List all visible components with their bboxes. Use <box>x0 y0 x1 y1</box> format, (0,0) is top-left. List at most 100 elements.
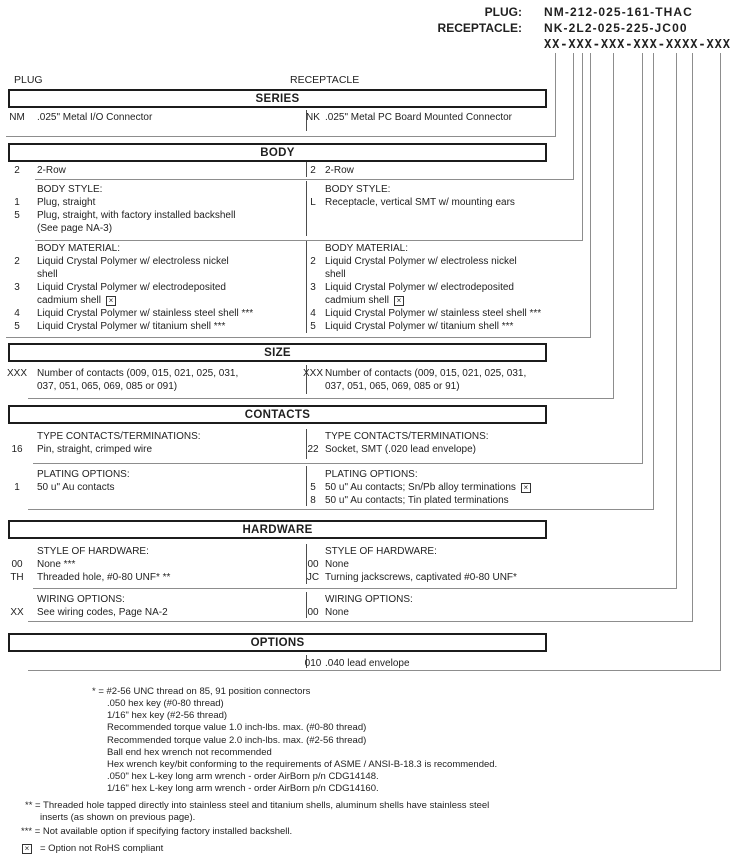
body-style-l2-desc2: (See page NA-3) <box>37 223 113 234</box>
hardware-title: HARDWARE <box>242 523 313 536</box>
plating-r1-code: 5 <box>310 482 316 493</box>
body-style-left-header: BODY STYLE: <box>37 184 103 195</box>
contacts-type-left-desc: Pin, straight, crimped wire <box>37 444 153 455</box>
section-header-hardware: HARDWARE <box>8 520 547 539</box>
hardware-style-left-header: STYLE OF HARDWARE: <box>37 546 149 557</box>
section-header-body: BODY <box>8 143 547 162</box>
receptacle-number-label: RECEPTACLE: <box>437 21 522 35</box>
plug-number-value: NM-212-025-161-THAC <box>544 5 693 19</box>
size-right-line2: 037, 051, 065, 069, 085 or 91) <box>325 381 460 392</box>
body-style-r1-desc: Receptacle, vertical SMT w/ mounting ear… <box>325 197 515 208</box>
body-material-r1-line1: Liquid Crystal Polymer w/ electroless ni… <box>325 256 517 267</box>
body-material-l1-line1: Liquid Crystal Polymer w/ electroless ni… <box>37 256 229 267</box>
body-style-l1-code: 1 <box>14 197 20 208</box>
hardware-style-l2-desc: Threaded hole, #0-80 UNF* ** <box>37 572 171 583</box>
footnote-star-line: Ball end hex wrench not recommended <box>107 747 272 758</box>
body-material-l4-code: 5 <box>14 321 20 332</box>
connector-line-contacts-type-v <box>642 53 643 463</box>
body-material-r1-line2: shell <box>325 269 346 280</box>
plug-number-label: PLUG: <box>484 5 522 19</box>
rule-options <box>28 670 721 671</box>
body-material-left-header: BODY MATERIAL: <box>37 243 120 254</box>
body-material-r2-code2: 3 <box>310 282 316 293</box>
divider-body-row <box>306 162 307 177</box>
body-material-l2-line2: cadmium shell× <box>37 295 116 306</box>
part-number-mask: XX-XXX-XXX-XXX-XXXX-XXX <box>544 37 731 51</box>
plating-r2-desc: 50 u" Au contacts; Tin plated terminatio… <box>325 495 509 506</box>
divider-options <box>306 655 307 668</box>
footnote-star-line: .050 hex key (#0-80 thread) <box>107 698 224 709</box>
body-style-l1-desc: Plug, straight <box>37 197 96 208</box>
plating-left-desc: 50 u" Au contacts <box>37 482 115 493</box>
options-right-code: 010 <box>304 658 322 669</box>
body-style-l2-code: 5 <box>14 210 20 221</box>
body-material-r4-code: 5 <box>310 321 316 332</box>
body-material-r2-line2: cadmium shell× <box>325 295 404 306</box>
plating-r1-desc: 50 u" Au contacts; Sn/Pb alloy terminati… <box>325 482 531 493</box>
body-title: BODY <box>260 146 295 159</box>
contacts-type-right-header: TYPE CONTACTS/TERMINATIONS: <box>325 431 489 442</box>
divider-size <box>306 365 307 394</box>
hardware-style-r2-desc: Turning jackscrews, captivated #0-80 UNF… <box>325 572 517 583</box>
divider-series <box>306 110 307 131</box>
body-material-l1-line2: shell <box>37 269 58 280</box>
plating-r2-code: 8 <box>310 495 316 506</box>
connector-line-plating-v <box>653 53 654 509</box>
hardware-style-r1-desc: None <box>325 559 349 570</box>
connector-line-body-style-v <box>582 53 583 240</box>
divider-wiring <box>306 592 307 618</box>
hardware-style-r1-code: 00 <box>307 559 319 570</box>
wiring-left-header: WIRING OPTIONS: <box>37 594 125 605</box>
footnote-star-line: Recommended torque value 2.0 inch-lbs. m… <box>107 735 367 746</box>
body-style-right-header: BODY STYLE: <box>325 184 391 195</box>
body-row-left-desc: 2-Row <box>37 165 66 176</box>
footnote-triple-star: *** = Not available option if specifying… <box>21 826 293 837</box>
body-material-r2-line1: Liquid Crystal Polymer w/ electrodeposit… <box>325 282 514 293</box>
series-left-code: NM <box>9 112 25 123</box>
connector-line-options-v <box>720 53 721 670</box>
contacts-type-left-header: TYPE CONTACTS/TERMINATIONS: <box>37 431 201 442</box>
footnote-star-line: 1/16" hex L-key long arm wrench - order … <box>107 783 379 794</box>
body-style-r1-code: L <box>310 197 316 208</box>
wiring-left-code: XX <box>10 607 24 618</box>
body-material-l4-desc: Liquid Crystal Polymer w/ titanium shell… <box>37 321 226 332</box>
connector-line-size-v <box>613 53 614 398</box>
size-right-code: XXX <box>302 368 323 379</box>
body-material-l3-code: 4 <box>14 308 20 319</box>
body-style-l2-desc: Plug, straight, with factory installed b… <box>37 210 236 221</box>
series-right-desc: .025" Metal PC Board Mounted Connector <box>325 112 512 123</box>
body-row-right-code: 2 <box>310 165 316 176</box>
options-right-desc: .040 lead envelope <box>325 658 410 669</box>
footnote-rohs-text: = Option not RoHS compliant <box>40 843 164 854</box>
body-row-left-code: 2 <box>14 165 20 176</box>
body-material-r3-code: 4 <box>310 308 316 319</box>
connector-line-body-material-v <box>590 53 591 337</box>
rule-body-row <box>35 179 574 180</box>
body-material-l3-desc: Liquid Crystal Polymer w/ stainless stee… <box>37 308 254 319</box>
divider-body-style <box>306 181 307 236</box>
wiring-right-header: WIRING OPTIONS: <box>325 594 413 605</box>
receptacle-number-value: NK-2L2-025-225-JC00 <box>544 21 688 35</box>
body-row-right-desc: 2-Row <box>325 165 354 176</box>
section-header-contacts: CONTACTS <box>8 405 547 424</box>
not-rohs-icon: × <box>393 296 404 306</box>
hardware-style-right-header: STYLE OF HARDWARE: <box>325 546 437 557</box>
hardware-style-l1-desc: None *** <box>37 559 76 570</box>
rule-series <box>6 136 556 137</box>
hardware-style-l1-code: 00 <box>11 559 23 570</box>
rule-wiring <box>28 621 693 622</box>
size-left-code: XXX <box>6 368 27 379</box>
rule-size <box>28 398 614 399</box>
wiring-right-code: 00 <box>307 607 319 618</box>
rule-contacts-type <box>33 463 643 464</box>
rule-body-style <box>35 240 583 241</box>
series-right-code: NK <box>306 112 320 123</box>
wiring-left-desc: See wiring codes, Page NA-2 <box>37 607 168 618</box>
body-material-l2-line1: Liquid Crystal Polymer w/ electrodeposit… <box>37 282 226 293</box>
plating-right-header: PLATING OPTIONS: <box>325 469 418 480</box>
footnote-star-line: Recommended torque value 1.0 inch-lbs. m… <box>107 722 367 733</box>
size-title: SIZE <box>264 346 291 359</box>
options-title: OPTIONS <box>250 636 305 649</box>
rule-body-material <box>6 337 591 338</box>
hardware-style-l2-code: TH <box>10 572 24 583</box>
